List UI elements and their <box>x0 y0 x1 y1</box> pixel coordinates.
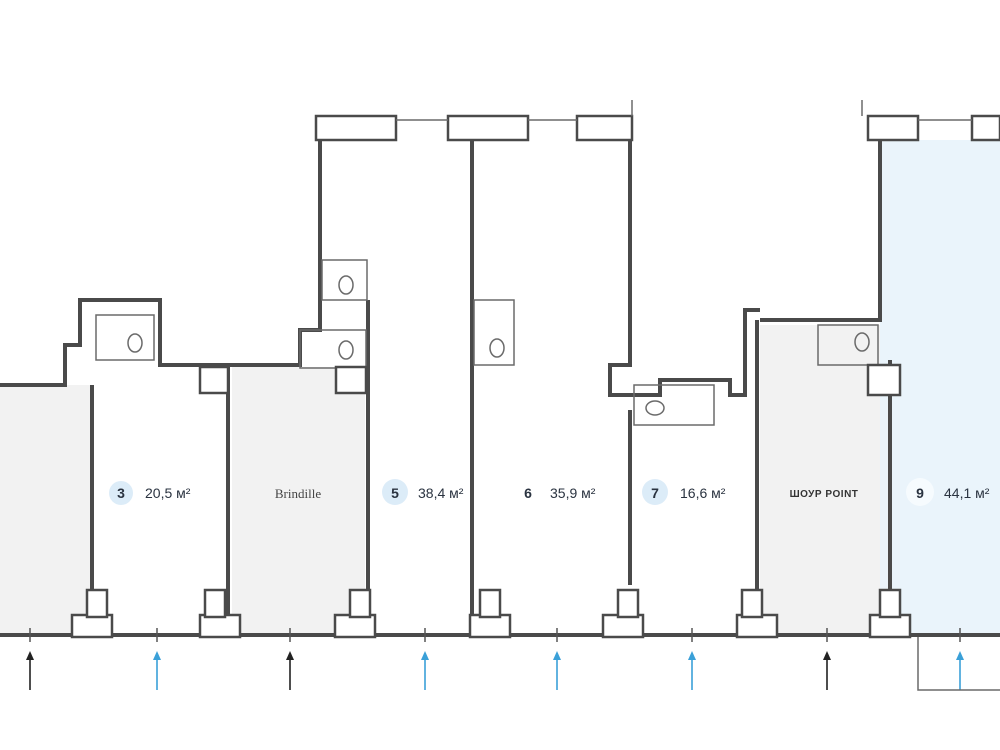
entrance-arrow-occupied <box>26 628 34 690</box>
tenant-logo-text: ШОУР POINT <box>790 489 859 500</box>
room-brindille[interactable] <box>232 367 365 635</box>
entrance-arrow-free <box>688 628 696 690</box>
front-piers <box>70 363 912 639</box>
unit-area: 38,4 м² <box>418 485 464 501</box>
entrance-arrow-occupied <box>823 628 831 690</box>
entrance-arrow-free <box>553 628 561 690</box>
unit-7-label: 7 16,6 м² <box>642 479 726 505</box>
entrance-arrows <box>26 628 964 690</box>
unit-9-label: 9 44,1 м² <box>906 478 990 506</box>
unit-number: 9 <box>916 485 924 501</box>
tenant-logo-brindille: Brindille <box>275 486 321 501</box>
unit-6-label: 6 35,9 м² <box>524 485 596 501</box>
entrance-arrow-free <box>153 628 161 690</box>
unit-number: 3 <box>117 485 125 501</box>
unit-area: 20,5 м² <box>145 485 191 501</box>
entrance-arrow-occupied <box>286 628 294 690</box>
unit-number: 6 <box>524 485 532 501</box>
unit-number: 5 <box>391 485 399 501</box>
tenant-logo-shoppoint: ШОУР POINT <box>790 489 859 500</box>
unit-3-label: 3 20,5 м² <box>109 481 191 505</box>
unit-5-label: 5 38,4 м² <box>382 479 464 505</box>
room-7[interactable] <box>630 410 755 635</box>
room-shoppoint[interactable] <box>760 325 888 635</box>
bathrooms <box>95 259 879 426</box>
unit-area: 35,9 м² <box>550 485 596 501</box>
room-left-occupied[interactable] <box>0 385 90 635</box>
unit-area: 44,1 м² <box>944 485 990 501</box>
entrance-arrow-free <box>421 628 429 690</box>
room-5[interactable] <box>370 140 470 635</box>
unit-number: 7 <box>651 485 659 501</box>
entrance-arrow-free <box>956 628 964 690</box>
room-6[interactable] <box>475 140 630 635</box>
unit-area: 16,6 м² <box>680 485 726 501</box>
